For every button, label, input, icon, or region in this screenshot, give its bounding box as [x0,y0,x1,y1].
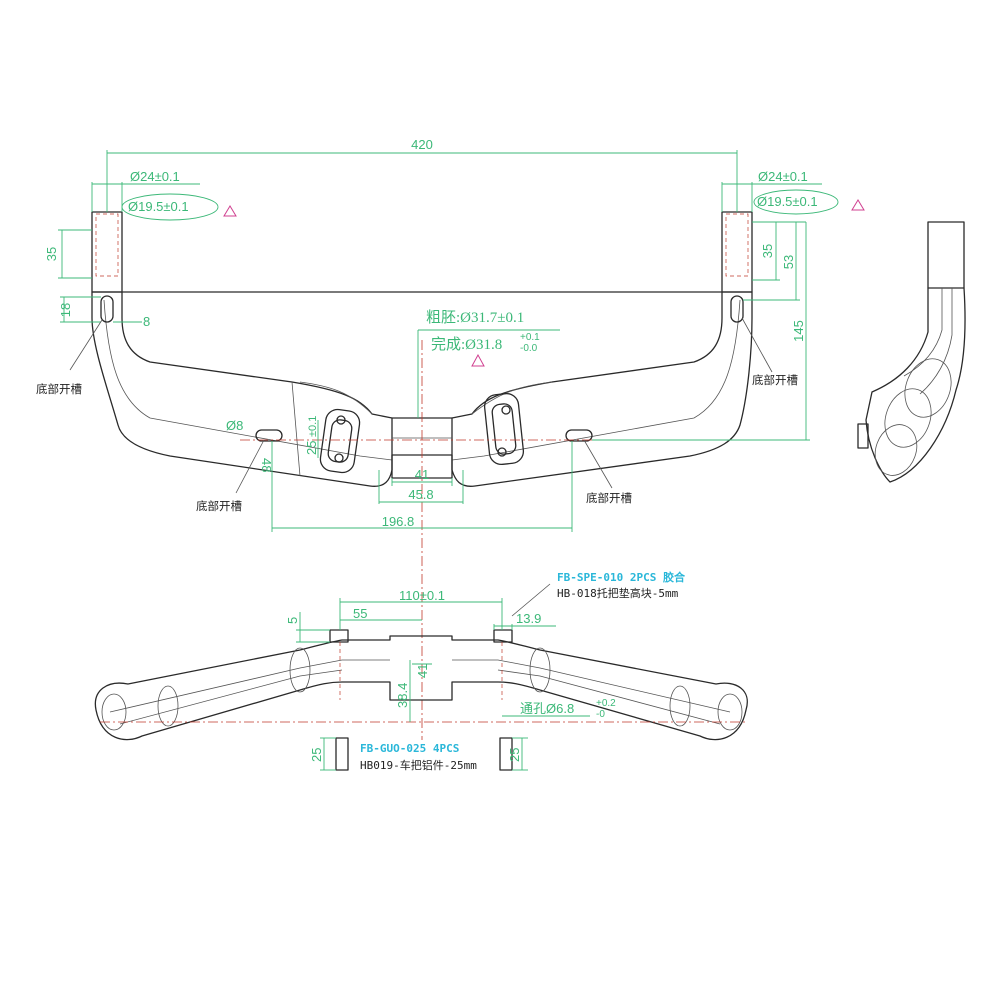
clamp-rough-diameter: 粗胚:Ø31.7±0.1 [426,309,524,326]
dim-slot-spacing-label: 196.8 [382,514,415,529]
dim-overall-width: 420 [106,137,738,212]
dim-center-height: 38.4 41 [395,660,432,722]
dim-left-diameters: Ø24±0.1 Ø19.5±0.1 [91,169,237,221]
dim-left-outer-diameter: Ø24±0.1 [130,169,180,184]
dim-stem-outer-width: 45.8 [408,487,433,502]
dim-left-grip: 35 18 8 [44,229,150,329]
dim-pad-offset-label: 55 [353,606,367,621]
aluminium-inserts: 25 25 FB-GUO-025 4PCS HB019-车把铝件-25mm [309,737,528,772]
dim-right-grip: 35 53 145 [592,221,810,441]
dim-pad-width: 13.9 [493,611,556,630]
dim-left-grip-length: 35 [44,247,59,261]
dim-left-slot-width: 8 [143,314,150,329]
handlebar-inner-front [119,669,721,725]
top-view: 420 Ø24±0.1 Ø19.5±0.1 Ø24±0.1 Ø19.5±0.1 [36,137,865,740]
right-grip-inner [725,213,749,277]
dim-center-height-label: 38.4 [395,683,410,708]
spacer-part-number: FB-SPE-010 2PCS 胶合 [557,570,686,584]
note-left-lower-slot: 底部开槽 [196,499,242,513]
dim-right-drop-height: 145 [791,320,806,342]
dim-hole-diameter: Ø8 [226,418,243,433]
dim-center-width-label: 41 [415,664,430,678]
dim-left-slot-length: 18 [58,303,73,317]
dim-pad-height-label: 5 [285,617,300,624]
left-insert [335,737,349,771]
dim-right-diameters: Ø24±0.1 Ø19.5±0.1 [721,169,865,215]
insert-description: HB019-车把铝件-25mm [360,758,477,772]
spacer-description: HB-018托把垫高块-5mm [557,586,679,600]
left-grip-inner [95,213,119,277]
tolerance-triangle-clamp [471,353,485,367]
right-insert [499,737,513,771]
clamp-tol-upper: +0.1 [520,332,540,343]
dim-bolt-spacing: 25 ±0.1 [304,416,319,458]
right-spacer-pad [493,629,513,643]
note-right-upper-slot: 底部开槽 [752,373,798,387]
clamp-finished-diameter: 完成:Ø31.8 [431,336,502,353]
through-hole-tol-upper: +0.2 [596,698,616,709]
right-lower-slot [565,429,593,442]
handlebar-outline-front [94,635,748,741]
dim-overall-width-label: 420 [411,137,433,152]
slot-notes: 底部开槽 底部开槽 底部开槽 底部开槽 [36,317,798,513]
dim-right-grip-length: 35 [760,244,775,258]
dim-pad-spacing-label: 110±0.1 [399,588,445,603]
left-grip [91,211,123,293]
through-hole-tol-lower: -0 [596,709,605,720]
dim-stem-inner-width: 41 [415,467,429,482]
tolerance-triangle-left [223,205,237,217]
insert-part-number: FB-GUO-025 4PCS [360,742,459,755]
dim-right-inner-diameter: Ø19.5±0.1 [757,194,818,209]
dim-pad-width-label: 13.9 [516,611,541,626]
dim-stem-width: 41 45.8 [378,467,464,504]
dim-clamp-diameter: 粗胚:Ø31.7±0.1 完成:Ø31.8 +0.1 -0.0 [417,309,560,418]
note-right-lower-slot: 底部开槽 [586,491,632,505]
right-bolt-pad [483,392,525,466]
insert-length-left: 25 [309,748,324,762]
handlebar-mid-line-top [103,299,741,461]
left-bottom-slot [100,295,114,323]
handlebar-wing-right [471,381,553,415]
side-view [857,221,966,483]
insert-length-right: 25 [507,748,522,762]
left-lower-slot [255,429,283,442]
dim-bolt-tolerance: ±0.1 [307,416,319,437]
dim-right-slot-offset: 53 [781,255,796,269]
dim-hole-depth: 48 [259,458,274,472]
note-left-upper-slot: 底部开槽 [36,382,82,396]
spacer-note: FB-SPE-010 2PCS 胶合 HB-018托把垫高块-5mm [511,570,686,617]
clamp-tol-lower: -0.0 [520,343,538,354]
dim-through-hole: 通孔Ø6.8 +0.2 -0 [502,698,616,720]
through-hole-label: 通孔Ø6.8 [520,701,574,716]
handlebar-wing-left [291,381,373,477]
dim-bolt-spacing-label: 25 [304,441,319,455]
tolerance-triangle-right [851,199,865,211]
dim-slot-spacing: 196.8 [271,441,573,532]
dim-pad-height: 5 [285,612,330,643]
handlebar-mid-front [109,659,731,713]
dim-pad-spacing: 110±0.1 55 [339,588,503,630]
right-bottom-slot [730,295,744,323]
left-spacer-pad [329,629,349,643]
dim-left-inner-diameter: Ø19.5±0.1 [128,199,189,214]
dim-right-outer-diameter: Ø24±0.1 [758,169,808,184]
front-view: 110±0.1 55 5 13.9 38.4 41 通孔Ø6 [94,570,748,772]
left-bolt-pad [319,408,361,474]
right-grip [721,211,753,293]
